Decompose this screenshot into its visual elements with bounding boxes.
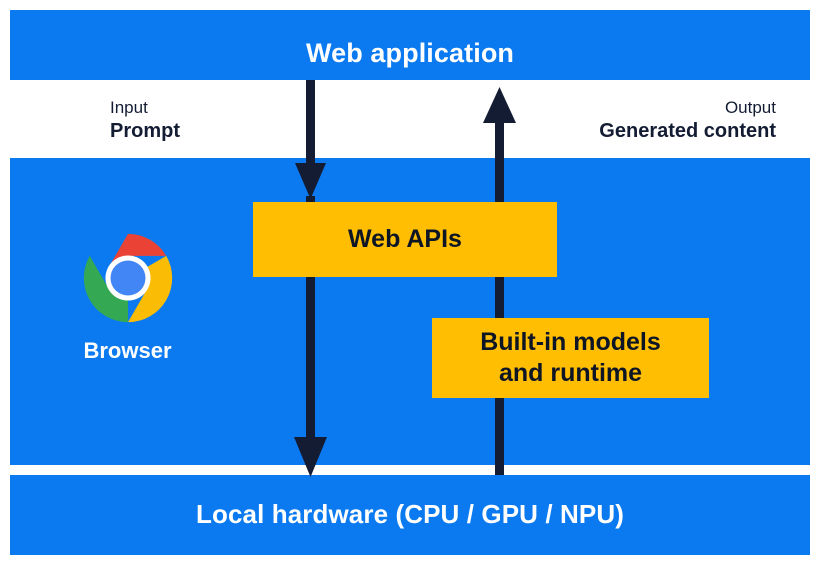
browser-group: Browser	[60, 232, 195, 364]
box-web-apis-label: Web APIs	[348, 224, 462, 253]
annotation-output-kicker: Output	[724, 98, 776, 117]
box-builtin-models-label: Built-in models and runtime	[480, 327, 661, 390]
band-web-application: Web application	[10, 10, 810, 80]
annotation-input-kicker: Input	[110, 98, 148, 117]
box-builtin-models-line2: and runtime	[498, 359, 643, 387]
band-web-application-label: Web application	[305, 38, 515, 68]
chrome-logo-icon	[83, 233, 172, 323]
annotation-output-value: Generated content	[599, 120, 776, 143]
band-local-hardware: Local hardware (CPU / GPU / NPU)	[10, 475, 810, 555]
band-local-hardware-label: Local hardware (CPU / GPU / NPU)	[196, 499, 624, 529]
browser-label: Browser	[83, 338, 172, 363]
annotation-output: Output Generated content	[599, 98, 776, 144]
annotation-input-value: Prompt	[110, 120, 180, 143]
annotation-input: Input Prompt	[110, 98, 180, 144]
box-web-apis: Web APIs	[253, 202, 557, 277]
box-builtin-models-line1: Built-in models	[480, 327, 661, 356]
box-builtin-models: Built-in models and runtime	[432, 318, 709, 398]
